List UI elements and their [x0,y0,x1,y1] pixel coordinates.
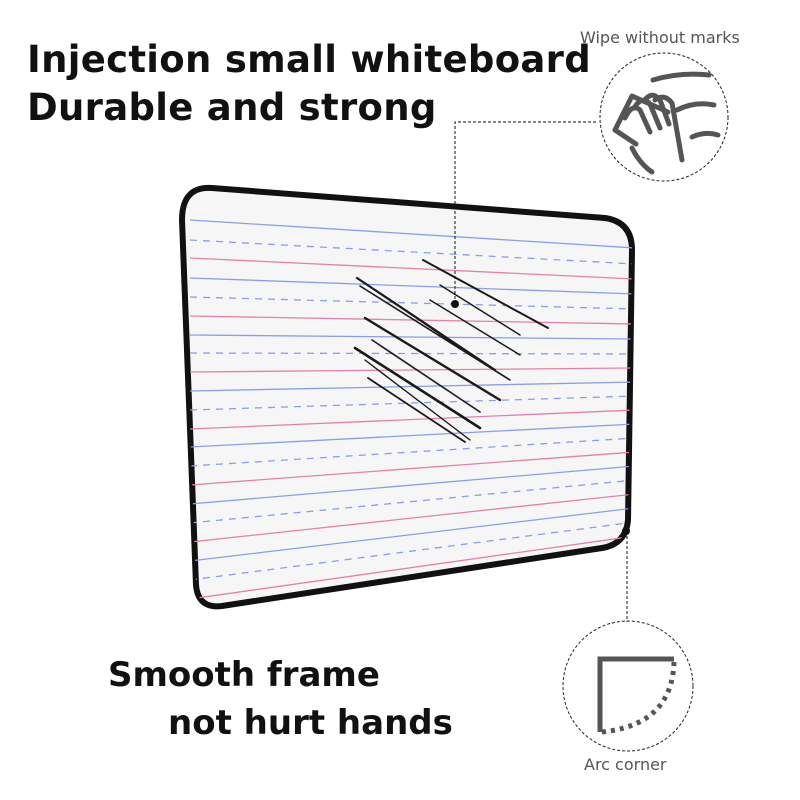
corner-callout-connector [622,527,630,622]
whiteboard [178,184,636,610]
headline-line-1: Injection small whiteboard [27,38,592,81]
headline-line-2: Durable and strong [27,86,437,129]
headline: Injection small whiteboard Durable and s… [27,36,591,132]
wipe-label: Wipe without marks [580,28,740,47]
arc-corner-icon [562,620,694,752]
marker-scribble [353,259,549,443]
wipe-callout-connector [451,121,598,308]
footer-line-1: Smooth frame [108,655,380,695]
hand-wiping-icon [599,52,729,182]
writing-lines [189,219,632,600]
footer-line-2: not hurt hands [168,703,453,743]
whiteboard-frame [178,184,636,610]
arc-corner-label: Arc corner [584,755,667,774]
